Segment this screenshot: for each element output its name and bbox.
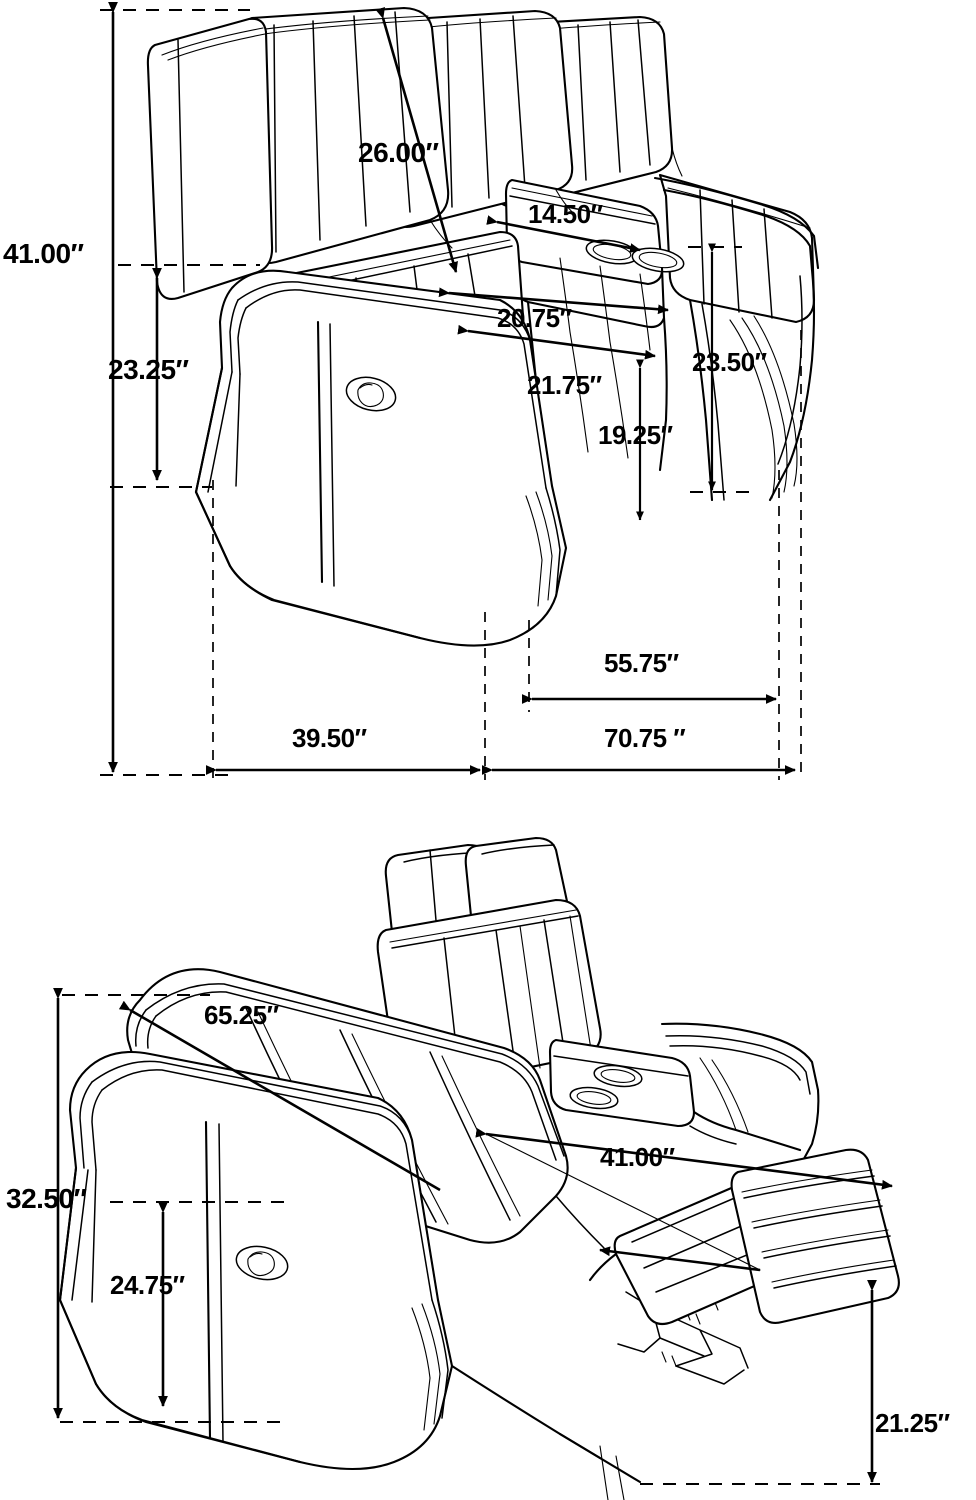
dim-reclined-41-leader [599, 1246, 761, 1272]
dim-label-side-depth: 39.50″ [292, 723, 367, 753]
dim-reclined-41-arrow [475, 1127, 893, 1190]
dim-label-console-width: 14.50″ [528, 199, 603, 229]
dim-label-reclined-arm-height: 24.75″ [110, 1270, 185, 1300]
recliner-handle-icon [345, 376, 397, 412]
reclined-sofa-illustration [58, 836, 900, 1500]
reclined-dimension-lines [53, 988, 893, 1485]
dim-2075-arrow [438, 287, 669, 315]
dim-label-inner-width: 55.75″ [604, 648, 679, 678]
dim-label-footrest-height: 21.25″ [875, 1408, 950, 1438]
dim-label-seat-height: 19.25″ [598, 420, 673, 450]
dim-6525-arrow [118, 1000, 441, 1192]
dim-label-overall-height: 41.00″ [3, 238, 84, 269]
dim-label-reclined-back-length: 41.00″ [600, 1142, 675, 1172]
dim-1450-arrow [486, 215, 641, 253]
dim-label-arm-height: 23.25″ [108, 354, 189, 385]
dim-label-seat-depth-alt: 21.75″ [527, 370, 602, 400]
recliner-handle-icon-reclined [235, 1245, 289, 1281]
dim-label-overall-width: 70.75 ″ [604, 723, 686, 753]
dim-label-seat-depth: 20.75″ [497, 303, 572, 333]
upright-dimension-lines [100, 2, 802, 780]
dim-label-console-height: 23.50″ [692, 347, 767, 377]
dim-2175-arrow [457, 324, 656, 360]
dim-label-reclined-height: 32.50″ [6, 1183, 87, 1214]
dim-label-reclined-length: 65.25″ [204, 1000, 279, 1030]
dim-label-seat-back-height: 26.00″ [358, 137, 439, 168]
upright-sofa-illustration [146, 6, 820, 647]
dim-26-arrow [375, 7, 458, 273]
